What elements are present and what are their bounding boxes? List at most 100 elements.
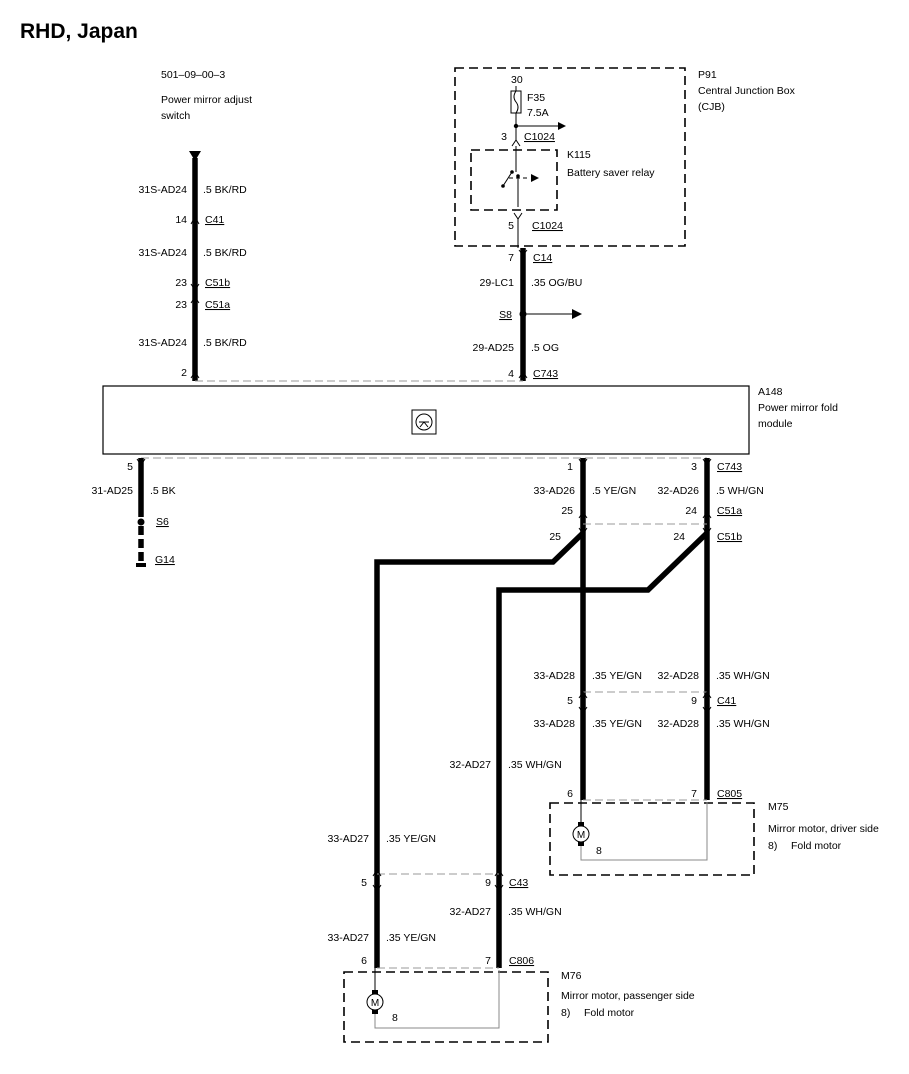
connector-chevron-icon: [702, 706, 712, 714]
splice-label: S8: [499, 309, 512, 321]
pin-number: 24: [673, 531, 685, 543]
wire-circuit: 33-AD26: [534, 485, 576, 497]
passenger-note-number: 8): [561, 1007, 570, 1019]
cjb-name-line1: Central Junction Box: [698, 85, 796, 97]
passenger-motor-name: Mirror motor, passenger side: [561, 990, 695, 1002]
connector-chevron-icon: [190, 283, 200, 291]
wire-circuit: 33-AD28: [534, 718, 576, 730]
wire-32-AD27: [496, 531, 709, 880]
pin-number: 8: [392, 1012, 398, 1024]
arrow-right-icon: [572, 309, 582, 319]
driver-note-text: Fold motor: [791, 840, 842, 852]
wire-spec: .5 BK: [150, 485, 176, 497]
module-name-line2: module: [758, 418, 793, 430]
connector-label: C1024: [524, 131, 555, 143]
pin-number: 2: [181, 367, 187, 379]
connector-label: C1024: [532, 220, 563, 232]
relay-contact-icon: [502, 171, 513, 187]
pin-number: 23: [175, 299, 187, 311]
module-name-line1: Power mirror fold: [758, 402, 838, 414]
connector-chevron-icon: [513, 212, 523, 220]
wire-circuit: 29-LC1: [480, 277, 515, 289]
pin-number: 3: [501, 131, 507, 143]
wire-spec: .5 BK/RD: [203, 337, 247, 349]
wire-spec: .35 OG/BU: [531, 277, 582, 289]
driver-motor-name: Mirror motor, driver side: [768, 823, 879, 835]
wire-spec: .35 YE/GN: [592, 670, 642, 682]
pin-number: 7: [508, 252, 514, 264]
pin-number: 6: [567, 788, 573, 800]
motor-symbol: M: [371, 998, 379, 1009]
pin-number: 9: [691, 695, 697, 707]
cjb-id: P91: [698, 69, 717, 81]
wire-spec: .35 WH/GN: [716, 718, 770, 730]
wire-spec: .35 WH/GN: [508, 906, 562, 918]
pin-number: 5: [127, 461, 133, 473]
connector-label: C51b: [205, 277, 230, 289]
connector-label: C51b: [717, 531, 742, 543]
wire-circuit: 31S-AD24: [139, 337, 188, 349]
connector-chevron-icon: [136, 458, 146, 466]
wire-spec: .5 BK/RD: [203, 247, 247, 259]
pin-number: 5: [361, 877, 367, 889]
pin-number: 9: [485, 877, 491, 889]
wire-circuit: 31S-AD24: [139, 184, 188, 196]
relay-id: K115: [567, 149, 591, 161]
pin-number: 7: [485, 955, 491, 967]
wire-spec: .35 YE/GN: [386, 932, 436, 944]
switch-name-line1: Power mirror adjust: [161, 94, 252, 106]
pin-number: 25: [549, 531, 561, 543]
wire-circuit: 32-AD26: [658, 485, 700, 497]
connector-chevron-icon: [578, 691, 588, 699]
wire-circuit: 32-AD28: [658, 670, 700, 682]
wire-circuit: 31S-AD24: [139, 247, 188, 259]
cjb-boundary: [454, 67, 686, 247]
wire-circuit: 33-AD27: [328, 833, 370, 845]
connector-chevron-icon: [702, 511, 712, 519]
pin-number: 23: [175, 277, 187, 289]
ground-label: G14: [155, 554, 175, 566]
wire-spec: .5 YE/GN: [592, 485, 636, 497]
cjb-name-line2: (CJB): [698, 101, 725, 113]
passenger-note-text: Fold motor: [584, 1007, 635, 1019]
ground-labels: 5 31-AD25 .5 BK S6 G14: [92, 461, 176, 566]
wire-circuit: 33-AD28: [534, 670, 576, 682]
wire-spec: .5 BK/RD: [203, 184, 247, 196]
connector-chevron-icon: [702, 458, 712, 466]
pin-number: 25: [561, 505, 573, 517]
pin-number: 8: [596, 845, 602, 857]
pin-number: 5: [567, 695, 573, 707]
relay-coil-arrow-icon: [531, 174, 539, 182]
switch-ref: 501–09–00–3: [161, 69, 225, 81]
connector-label: C14: [533, 252, 552, 264]
fuse-rating: 7.5A: [527, 107, 549, 119]
driver-motor-id: M75: [768, 801, 789, 813]
connector-chevron-icon: [494, 869, 504, 877]
connector-chevron-icon: [702, 691, 712, 699]
pin-number: 1: [567, 461, 573, 473]
pin-number: 5: [508, 220, 514, 232]
wire-spec: .35 YE/GN: [592, 718, 642, 730]
driver-labels: 33-AD28 .35 YE/GN 32-AD28 .35 WH/GN 5 9 …: [534, 670, 770, 800]
module-box: [102, 385, 750, 455]
wire-spec: .5 OG: [531, 342, 559, 354]
connector-label: C41: [717, 695, 736, 707]
relay-name: Battery saver relay: [567, 167, 655, 179]
pin-number: 14: [175, 214, 187, 226]
connector-label: C805: [717, 788, 742, 800]
page-title: RHD, Japan: [20, 20, 138, 43]
pin-number: 6: [361, 955, 367, 967]
wire-circuit: 32-AD28: [658, 718, 700, 730]
wire-33-AD27: [374, 531, 585, 880]
wire-circuit: 33-AD27: [328, 932, 370, 944]
connector-label: C743: [533, 368, 558, 380]
connector-label: C51a: [205, 299, 230, 311]
output-labels: 1 3 C743 33-AD26 .5 YE/GN 32-AD26 .5 WH/…: [534, 461, 764, 543]
module-id: A148: [758, 386, 783, 398]
wire-spec: .35 WH/GN: [508, 759, 562, 771]
wire-circuit: 32-AD27: [450, 906, 492, 918]
connector-label: C743: [717, 461, 742, 473]
right-feed-labels: 7 C14 29-LC1 .35 OG/BU S8 29-AD25 .5 OG …: [473, 252, 583, 380]
connector-label: C51a: [717, 505, 742, 517]
